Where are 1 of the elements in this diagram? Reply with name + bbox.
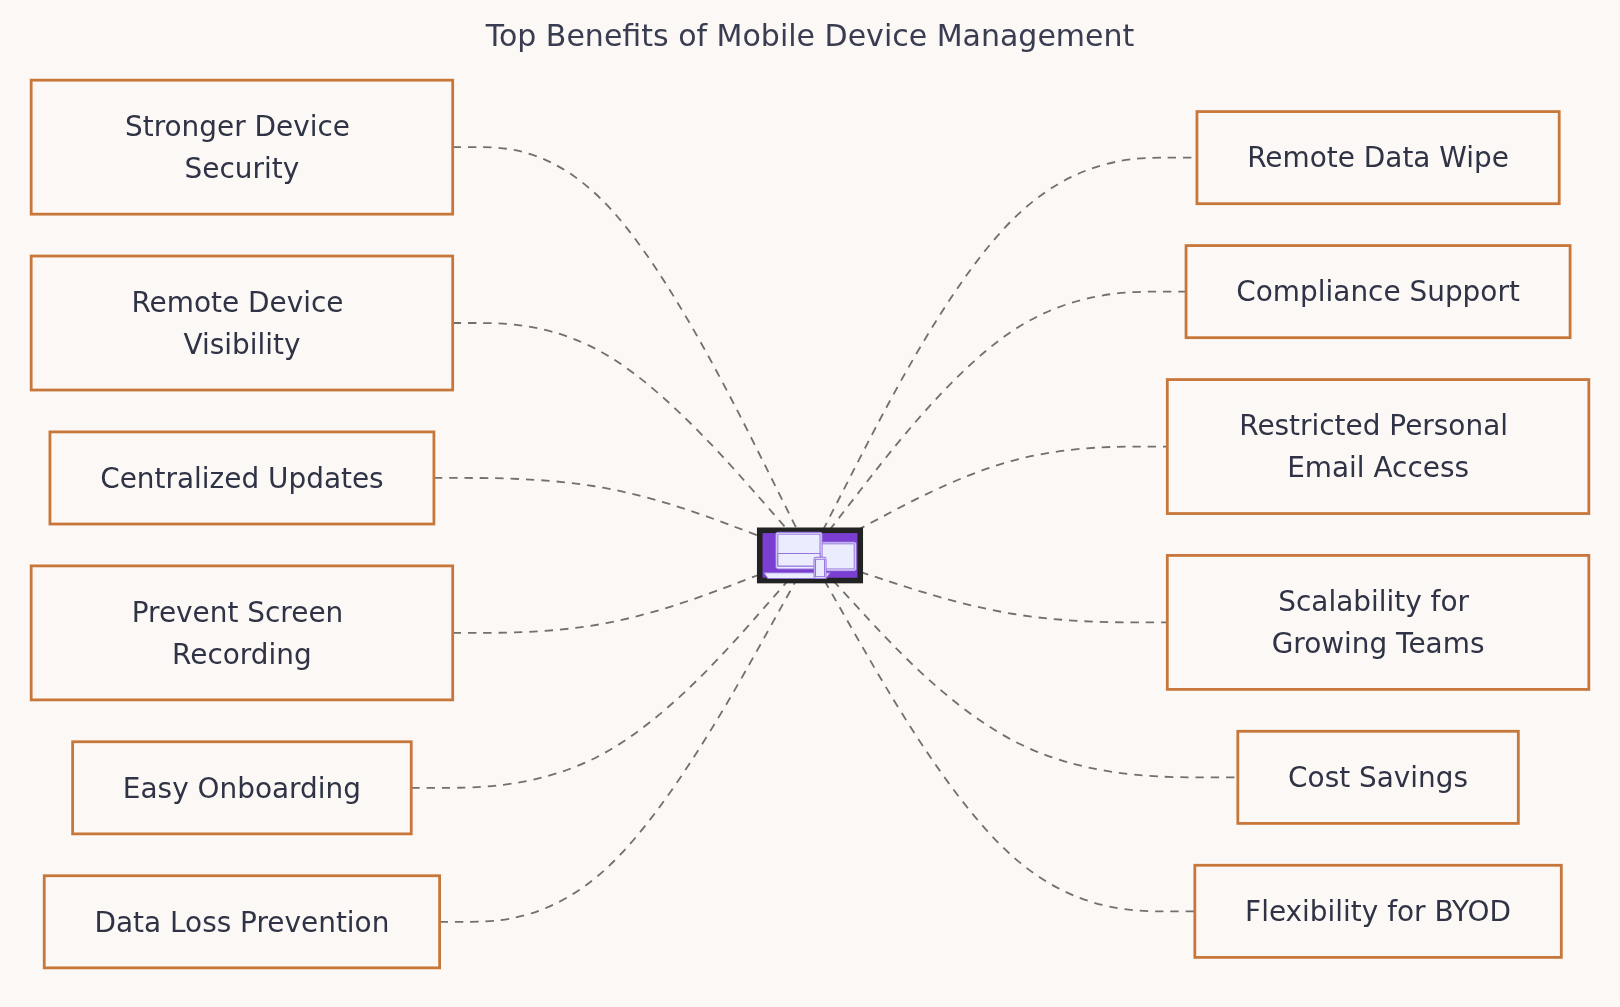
diagram-title: Top Benefits of Mobile Device Management <box>484 18 1136 53</box>
